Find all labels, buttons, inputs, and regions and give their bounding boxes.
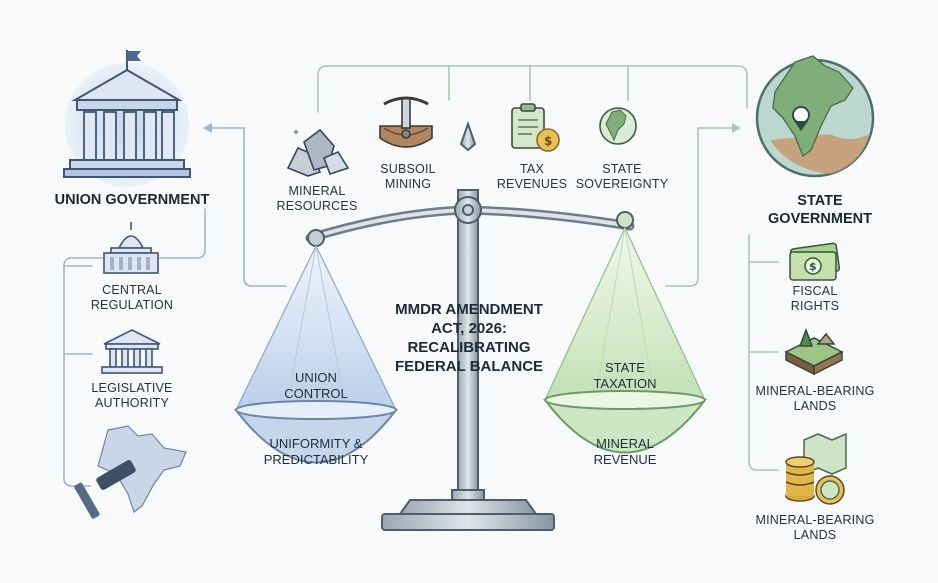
top-item-1-line-2: RESOURCES <box>276 199 358 213</box>
capitol-icon <box>103 222 159 274</box>
left-pan-upper-line-1: UNION <box>295 370 337 385</box>
union-item-2-line-1: LEGISLATIVE <box>91 381 173 395</box>
right-pan-upper-label: STATE TAXATION <box>565 360 685 392</box>
union-item-1-line-1: CENTRAL <box>102 283 162 297</box>
union-building-icon <box>63 50 191 187</box>
union-item-1-line-2: REGULATION <box>90 298 174 312</box>
top-item-state-sovereignty: STATE SOVEREIGNTY <box>570 162 674 192</box>
state-heading-line-2: GOVERNMENT <box>768 211 872 227</box>
connector-lines <box>63 65 779 487</box>
state-item-1-line-2: RIGHTS <box>790 299 840 313</box>
top-item-tax-revenues: TAX REVENUES <box>480 162 584 192</box>
left-pan <box>233 244 399 464</box>
left-pan-lower-line-1: UNIFORMITY & <box>269 436 363 451</box>
top-item-3-line-2: REVENUES <box>496 177 568 191</box>
state-item-mineral-bearing-lands-2: MINERAL-BEARING LANDS <box>750 513 880 543</box>
union-government-heading: UNION GOVERNMENT <box>54 192 210 208</box>
top-item-4-line-1: STATE <box>602 162 642 176</box>
arrowheads-left <box>203 123 212 133</box>
state-item-fiscal-rights: FISCAL RIGHTS <box>750 284 880 314</box>
top-item-subsoil-mining: SUBSOIL MINING <box>358 162 458 192</box>
top-item-2-line-2: MINING <box>384 177 432 191</box>
state-sovereignty-icon <box>599 107 637 145</box>
left-pan-upper-line-2: CONTROL <box>284 386 348 401</box>
state-item-3-line-1: MINERAL-BEARING <box>755 513 875 527</box>
court-icon <box>101 329 163 374</box>
fiscal-rights-icon: $ <box>789 242 841 281</box>
subsoil-mining-icon <box>379 96 433 148</box>
tax-revenue-icon: $ <box>511 103 560 152</box>
right-pan-lower-line-2: REVENUE <box>593 452 657 467</box>
diagram-title: MMDR AMENDMENT ACT, 2026: RECALIBRATING … <box>366 300 572 376</box>
mineral-lands-icon <box>784 327 844 376</box>
top-item-3-line-1: TAX <box>520 162 544 176</box>
state-item-2-line-2: LANDS <box>793 399 837 413</box>
right-pan-lower-label: MINERAL REVENUE <box>565 436 685 468</box>
state-item-2-line-1: MINERAL-BEARING <box>755 384 875 398</box>
top-item-4-line-2: SOVEREIGNTY <box>575 177 669 191</box>
state-government-heading: STATE GOVERNMENT <box>750 192 890 228</box>
state-item-1-line-1: FISCAL <box>792 284 838 298</box>
svg-text:$: $ <box>544 134 552 148</box>
state-item-mineral-bearing-lands-1: MINERAL-BEARING LANDS <box>750 384 880 414</box>
top-item-2-line-1: SUBSOIL <box>380 162 436 176</box>
left-pan-upper-label: UNION CONTROL <box>256 370 376 402</box>
right-pan <box>542 226 708 454</box>
state-globe-icon <box>755 55 875 178</box>
state-item-3-line-2: LANDS <box>793 528 837 542</box>
state-heading-line-1: STATE <box>797 193 843 209</box>
left-pan-lower-line-2: PREDICTABILITY <box>263 452 369 467</box>
title-line-3: RECALIBRATING <box>407 339 531 356</box>
svg-text:$: $ <box>809 260 817 273</box>
union-item-2-line-2: AUTHORITY <box>94 396 170 410</box>
union-item-legislative-authority: LEGISLATIVE AUTHORITY <box>70 381 194 411</box>
balance-scale <box>305 120 635 531</box>
title-line-4: FEDERAL BALANCE <box>394 358 544 375</box>
title-line-2: ACT, 2026: <box>431 320 507 337</box>
right-pan-upper-line-2: TAXATION <box>593 376 657 391</box>
india-gavel-icon <box>74 425 187 519</box>
top-item-1-line-1: MINERAL <box>288 184 346 198</box>
union-item-central-regulation: CENTRAL REGULATION <box>70 283 194 313</box>
map-coins-icon <box>785 432 847 505</box>
arrowheads-right <box>732 123 741 133</box>
right-pan-lower-line-1: MINERAL <box>596 436 654 451</box>
mineral-crystal-icon <box>286 128 350 177</box>
top-item-mineral-resources: MINERAL RESOURCES <box>262 184 372 214</box>
right-pan-upper-line-1: STATE <box>605 360 645 375</box>
left-pan-lower-label: UNIFORMITY & PREDICTABILITY <box>246 436 386 468</box>
title-line-1: MMDR AMENDMENT <box>395 301 543 318</box>
